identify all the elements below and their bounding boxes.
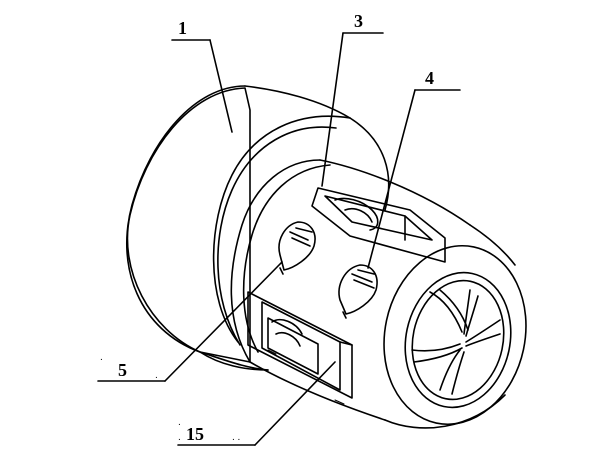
lower-slot-window: [247, 291, 353, 399]
pin-center: [338, 264, 378, 319]
pin-upper-left: [278, 221, 316, 275]
scan-dot: .: [155, 370, 158, 381]
leader-lines: [97, 32, 461, 446]
callout-label-4: 4: [425, 68, 434, 88]
leader-1: [209, 39, 233, 133]
leader-4: [367, 89, 416, 269]
leader-15: [254, 361, 336, 446]
scan-dot: .: [178, 417, 181, 428]
callout-label-3: 3: [354, 11, 363, 31]
scan-dot: . .: [232, 432, 240, 443]
leader-3: [321, 32, 344, 187]
leader-5: [164, 261, 283, 382]
callout-label-5: 5: [118, 360, 127, 380]
scan-dot: .: [178, 432, 181, 443]
callout-label-15: 15: [186, 424, 204, 444]
scan-dot: .: [100, 352, 103, 363]
upper-slot-window: [311, 187, 446, 263]
front-end-face: [383, 244, 527, 429]
callout-label-1: 1: [178, 18, 187, 38]
large-cylinder-body: [125, 85, 390, 371]
